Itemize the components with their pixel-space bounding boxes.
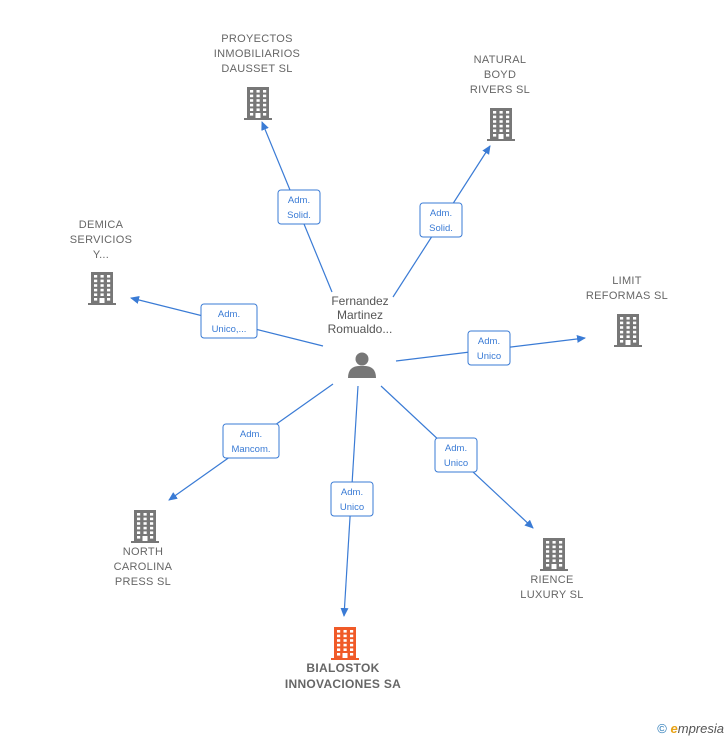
edge-label-line: Adm.: [430, 208, 452, 219]
building-icon-north[interactable]: [131, 510, 159, 543]
company-name-proyectos[interactable]: PROYECTOS: [221, 33, 293, 45]
edge-label-line: Adm.: [240, 429, 262, 440]
edge-label-line: Unico: [477, 351, 501, 362]
company-name-demica[interactable]: DEMICA: [79, 219, 124, 231]
company-name-rience[interactable]: LUXURY SL: [520, 589, 583, 601]
edge-label-line: Adm.: [445, 443, 467, 454]
brand-logo[interactable]: empresia: [670, 721, 724, 736]
edge-label-line: Adm.: [218, 309, 240, 320]
edge-label-line: Adm.: [288, 195, 310, 206]
company-name-limit[interactable]: REFORMAS SL: [586, 290, 668, 302]
edge-label-line: Unico: [340, 502, 364, 513]
building-icon-proyectos[interactable]: [244, 87, 272, 120]
edge-label-demica[interactable]: Adm. Unico,...: [200, 303, 258, 339]
company-name-demica[interactable]: Y...: [93, 249, 109, 261]
person-icon[interactable]: [348, 352, 376, 379]
company-name-north[interactable]: NORTH: [123, 546, 163, 558]
building-icon-demica[interactable]: [88, 272, 116, 305]
building-icon-bialostok[interactable]: [331, 627, 359, 660]
building-icon-limit[interactable]: [614, 314, 642, 347]
company-name-bialostok[interactable]: INNOVACIONES SA: [285, 677, 401, 691]
edge-label-line: Mancom.: [231, 444, 270, 455]
person-name[interactable]: Martinez: [337, 308, 383, 322]
company-name-proyectos[interactable]: INMOBILIARIOS: [214, 48, 300, 60]
company-name-north[interactable]: PRESS SL: [115, 576, 171, 588]
edge-label-bialostok[interactable]: Adm. Unico: [330, 481, 374, 517]
edge-label-line: Solid.: [429, 223, 453, 234]
edge-label-proyectos[interactable]: Adm. Solid.: [277, 189, 321, 225]
edge-label-line: Unico: [444, 458, 468, 469]
edge-label-line: Solid.: [287, 210, 311, 221]
footer-brand: © empresia: [657, 721, 724, 736]
company-name-bialostok[interactable]: BIALOSTOK: [306, 661, 379, 675]
copyright-icon: ©: [657, 721, 667, 736]
company-name-demica[interactable]: SERVICIOS: [70, 234, 132, 246]
edge-label-natural[interactable]: Adm. Solid.: [419, 202, 463, 238]
company-name-natural[interactable]: BOYD: [484, 69, 516, 81]
company-name-limit[interactable]: LIMIT: [612, 275, 642, 287]
building-icon-rience[interactable]: [540, 538, 568, 571]
company-name-north[interactable]: CAROLINA: [114, 561, 173, 573]
company-name-natural[interactable]: NATURAL: [474, 54, 527, 66]
company-name-proyectos[interactable]: DAUSSET SL: [221, 63, 292, 75]
edge-label-line: Adm.: [478, 336, 500, 347]
edge-label-north[interactable]: Adm. Mancom.: [222, 423, 280, 459]
person-name[interactable]: Fernandez: [331, 294, 388, 308]
company-name-natural[interactable]: RIVERS SL: [470, 84, 530, 96]
edge-label-limit[interactable]: Adm. Unico: [467, 330, 511, 366]
edge-label-line: Adm.: [341, 487, 363, 498]
building-icon-natural[interactable]: [487, 108, 515, 141]
person-name[interactable]: Romualdo...: [328, 322, 393, 336]
edge-label-rience[interactable]: Adm. Unico: [434, 437, 478, 473]
company-name-rience[interactable]: RIENCE: [530, 574, 573, 586]
edge-label-line: Unico,...: [212, 324, 247, 335]
